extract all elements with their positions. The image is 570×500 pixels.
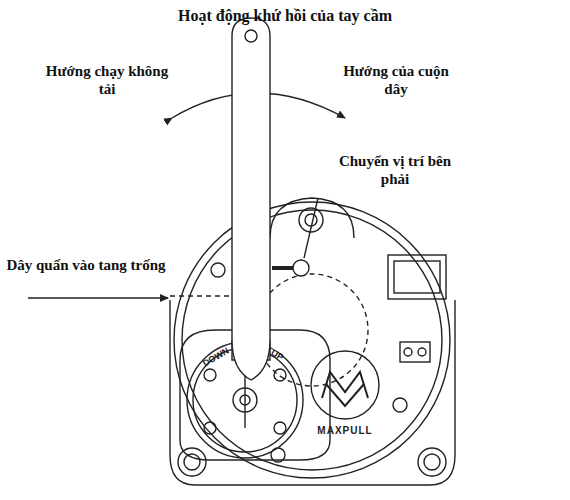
direction-mark: DOWN xyxy=(196,343,236,372)
callout-label: Dây quấn vào tang trống xyxy=(6,256,166,274)
callout-label: Chuyển vị trí bên phải xyxy=(330,152,460,188)
direction-label: Hướng chạy không tải xyxy=(42,62,172,98)
direction-label: Hướng của cuộn dây xyxy=(336,62,456,98)
diagram-title: Hoạt động khứ hồi của tay cầm xyxy=(0,6,570,25)
brand-mark: MAXPULL xyxy=(300,425,390,437)
